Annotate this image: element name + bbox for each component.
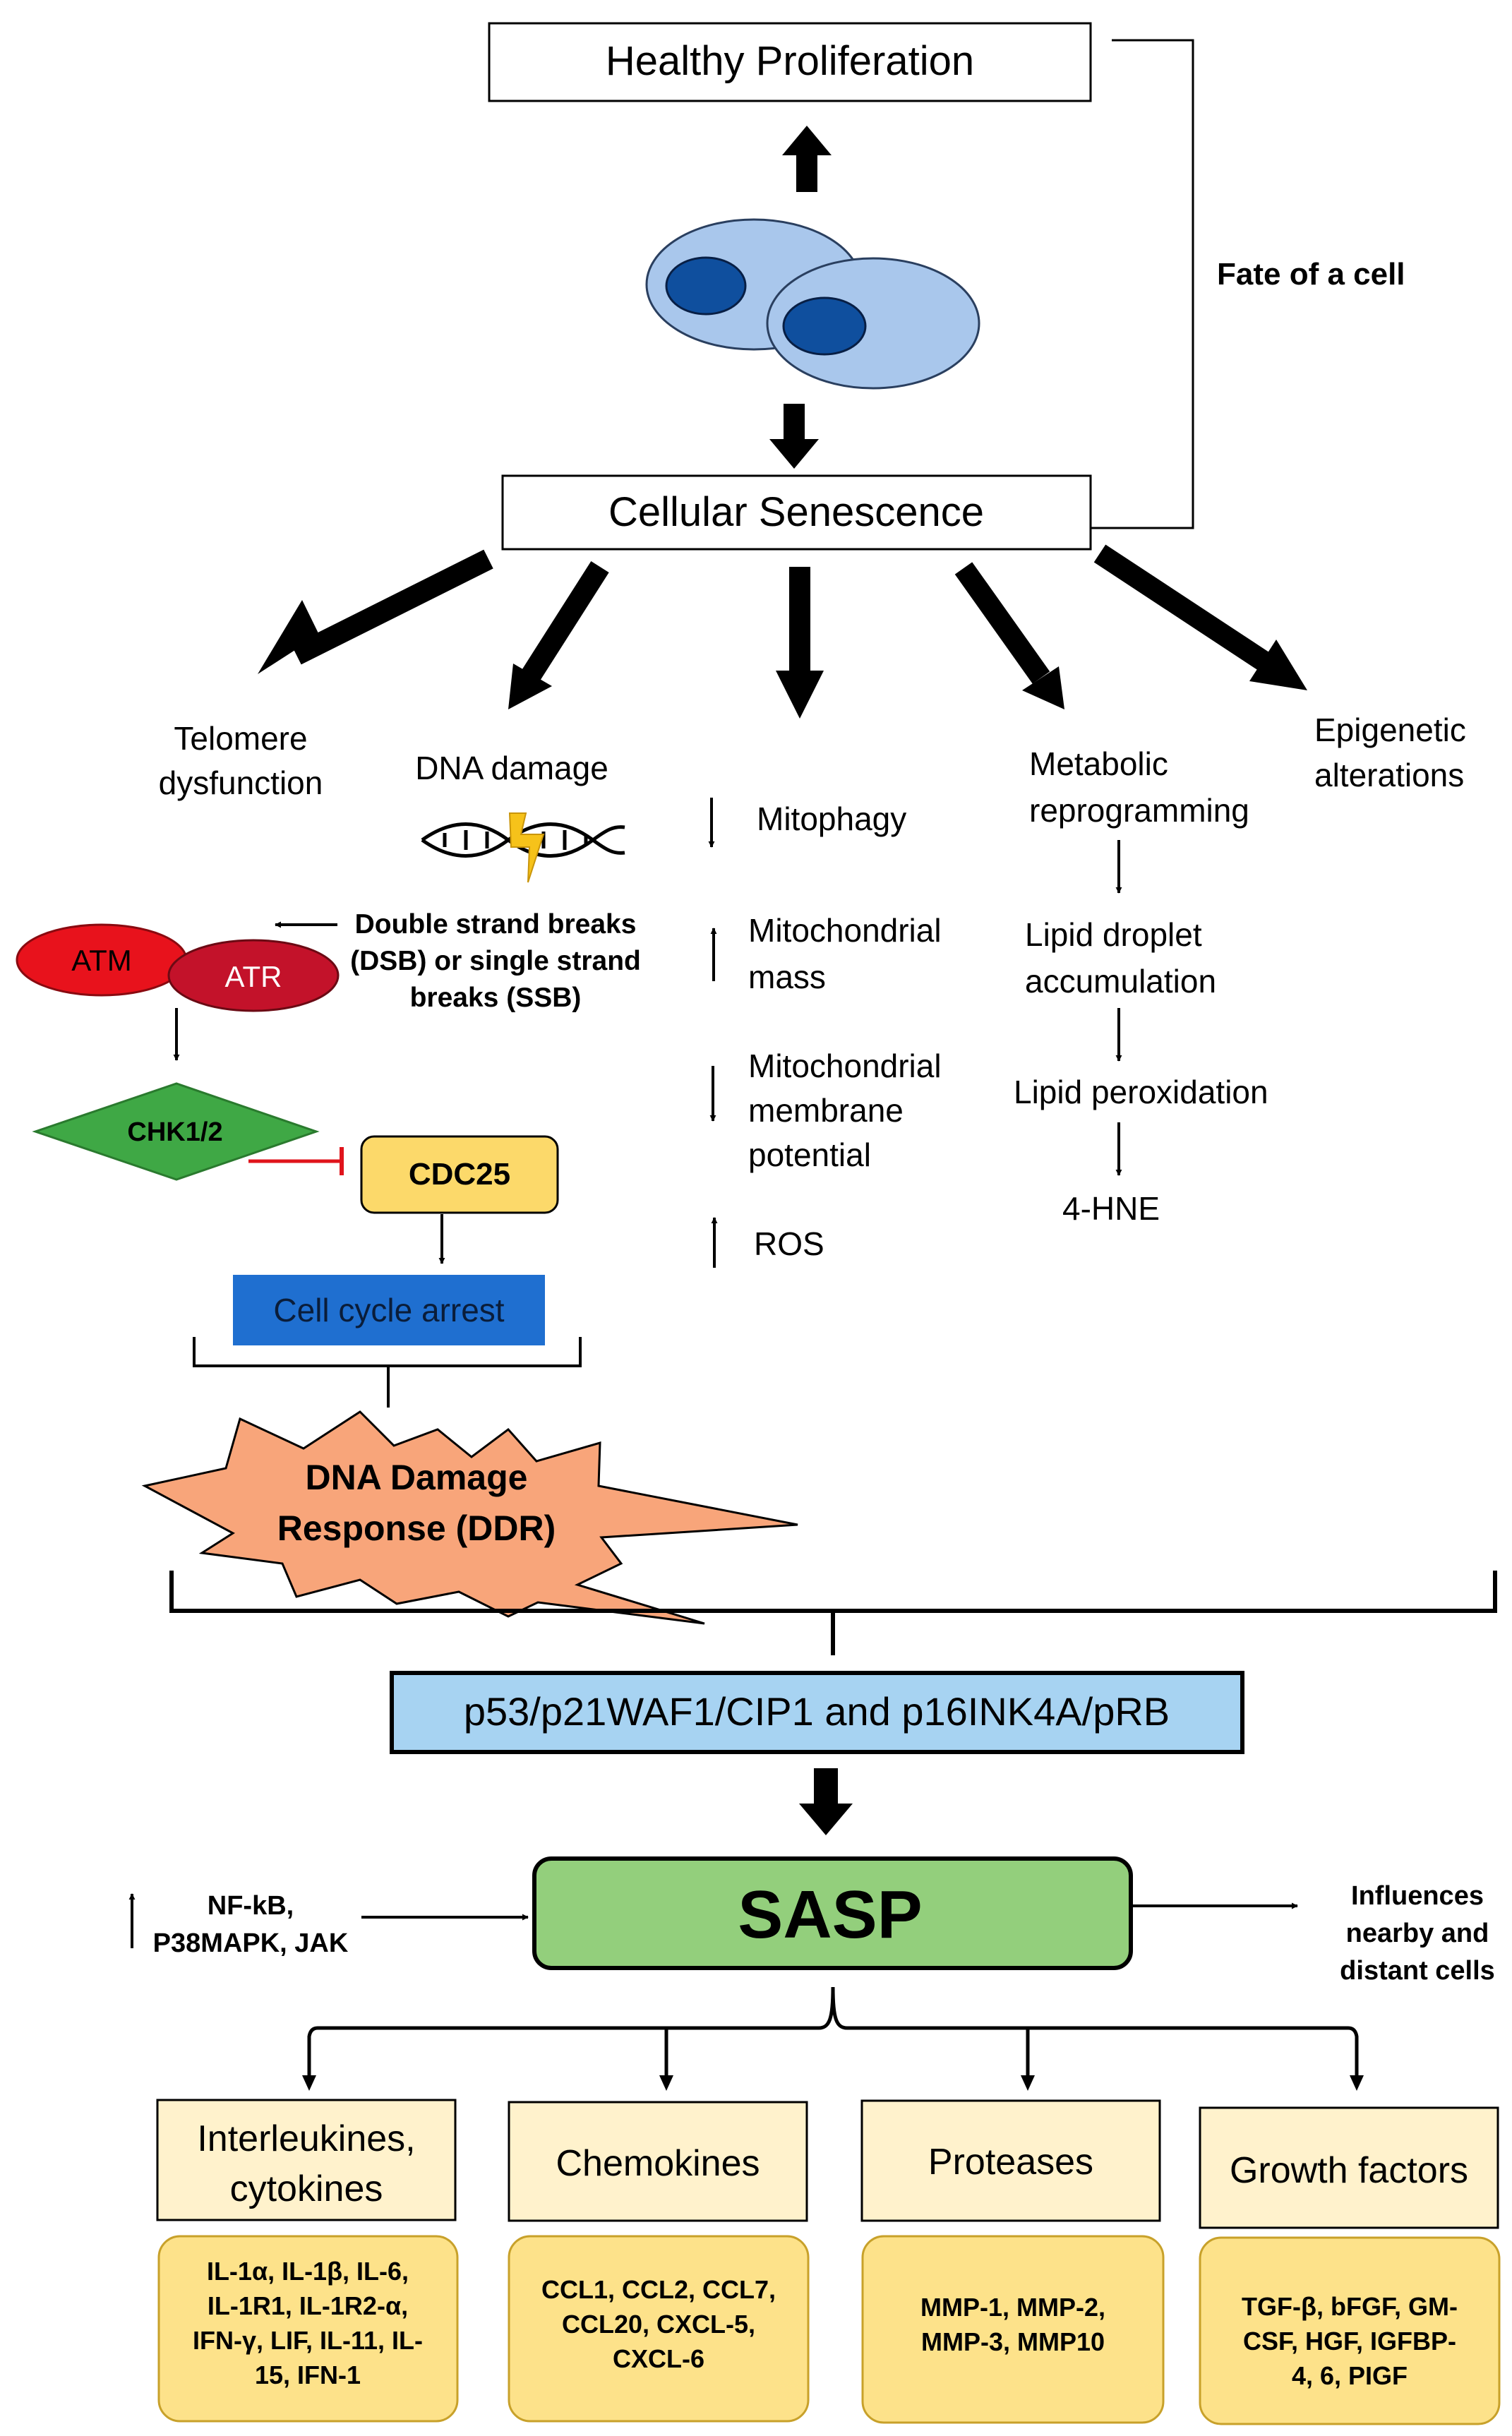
svg-text:Growth factors: Growth factors bbox=[1230, 2150, 1468, 2191]
down-arrow-icon bbox=[769, 404, 819, 469]
mito-mass-label-2: mass bbox=[748, 959, 826, 995]
svg-text:Proteases: Proteases bbox=[928, 2142, 1093, 2183]
svg-text:IL-1α, IL-1β, IL-6,: IL-1α, IL-1β, IL-6, bbox=[207, 2257, 409, 2286]
hne-label: 4-HNE bbox=[1062, 1190, 1160, 1227]
telomere-label: Telomere bbox=[174, 720, 307, 757]
healthy-proliferation-box: Healthy Proliferation bbox=[488, 22, 1092, 102]
svg-text:MMP-1, MMP-2,: MMP-1, MMP-2, bbox=[920, 2293, 1105, 2322]
inhibition-line bbox=[248, 1147, 344, 1175]
pathway-bracket bbox=[169, 1571, 1497, 1655]
lipid-droplet-label-1: Lipid droplet bbox=[1025, 916, 1202, 953]
svg-text:Double strand breaks: Double strand breaks bbox=[355, 909, 637, 940]
ros-label: ROS bbox=[754, 1225, 824, 1262]
svg-text:TGF-β, bFGF, GM-: TGF-β, bFGF, GM- bbox=[1242, 2292, 1458, 2321]
category-interleukines: Interleukines, cytokines IL-1α, IL-1β, I… bbox=[156, 2099, 459, 2423]
svg-text:CHK1/2: CHK1/2 bbox=[127, 1117, 222, 1147]
dna-helix-icon bbox=[421, 822, 625, 858]
epigenetic-label-1: Epigenetic bbox=[1314, 712, 1466, 748]
up-arrow-icon bbox=[782, 126, 832, 192]
svg-text:Response (DDR): Response (DDR) bbox=[277, 1508, 556, 1548]
svg-text:dysfunction: dysfunction bbox=[159, 764, 323, 801]
svg-text:breaks (SSB): breaks (SSB) bbox=[410, 983, 582, 1013]
category-chemokines: Chemokines CCL1, CCL2, CCL7, CCL20, CXCL… bbox=[508, 2101, 810, 2423]
svg-text:Interleukines,: Interleukines, bbox=[197, 2118, 415, 2159]
svg-text:CXCL-6: CXCL-6 bbox=[613, 2344, 704, 2373]
category-proteases: Proteases MMP-1, MMP-2, MMP-3, MMP10 bbox=[860, 2099, 1165, 2424]
mitochondria-column bbox=[708, 798, 718, 1268]
svg-text:Telomere: Telomere bbox=[174, 720, 307, 757]
svg-text:cytokines: cytokines bbox=[230, 2168, 383, 2209]
ddr-starburst: DNA Damage Response (DDR) bbox=[141, 1410, 798, 1625]
influences-label-2: nearby and bbox=[1346, 1919, 1489, 1948]
ddr-brace bbox=[193, 1337, 582, 1408]
category-growth-factors: Growth factors TGF-β, bFGF, GM- CSF, HGF… bbox=[1199, 2106, 1501, 2425]
telomere-label-2: dysfunction bbox=[159, 764, 323, 801]
dna-damage-label: DNA damage bbox=[415, 750, 608, 786]
distribution-arrowheads bbox=[302, 2075, 1364, 2091]
mito-mass-label-1: Mitochondrial bbox=[748, 912, 942, 949]
lipid-droplet-label-2: accumulation bbox=[1025, 963, 1216, 1000]
pathway-box: p53/p21WAF1/CIP1 and p16INK4A/pRB bbox=[390, 1671, 1244, 1754]
nfkb-label-1: NF-kB, bbox=[208, 1891, 294, 1921]
influences-label-3: distant cells bbox=[1340, 1956, 1495, 1986]
svg-text:IFN-γ, LIF, IL-11, IL-: IFN-γ, LIF, IL-11, IL- bbox=[193, 2326, 423, 2355]
atr-node: ATR bbox=[167, 939, 340, 1012]
svg-text:15, IFN-1: 15, IFN-1 bbox=[255, 2360, 361, 2389]
svg-text:CCL20, CXCL-5,: CCL20, CXCL-5, bbox=[562, 2310, 755, 2339]
svg-text:CCL1, CCL2, CCL7,: CCL1, CCL2, CCL7, bbox=[541, 2275, 776, 2304]
senescence-branch-arrows bbox=[258, 544, 1307, 719]
mitophagy-label: Mitophagy bbox=[757, 800, 906, 837]
lightning-icon bbox=[508, 812, 545, 883]
mito-membrane-label-1: Mitochondrial bbox=[748, 1048, 942, 1084]
svg-text:Chemokines: Chemokines bbox=[556, 2143, 760, 2184]
mito-membrane-label-3: potential bbox=[748, 1136, 871, 1173]
atm-node: ATM bbox=[16, 923, 188, 997]
svg-text:DNA Damage: DNA Damage bbox=[306, 1458, 528, 1497]
sasp-distribution-line bbox=[307, 1986, 1359, 2079]
sasp-box: SASP bbox=[532, 1856, 1133, 1970]
svg-text:4, 6, PIGF: 4, 6, PIGF bbox=[1292, 2361, 1408, 2390]
chk-node: CHK1/2 bbox=[32, 1082, 320, 1181]
pathway-down-arrow-icon bbox=[799, 1768, 853, 1835]
healthy-proliferation-label: Healthy Proliferation bbox=[606, 38, 974, 84]
fate-of-a-cell-label: Fate of a cell bbox=[1217, 257, 1405, 292]
svg-text:CDC25: CDC25 bbox=[409, 1157, 510, 1192]
lipid-peroxidation-label: Lipid peroxidation bbox=[1014, 1074, 1268, 1110]
metabolic-label-1: Metabolic bbox=[1029, 745, 1168, 782]
nfkb-label-2: P38MAPK, JAK bbox=[153, 1928, 349, 1958]
cell-icon bbox=[645, 218, 980, 390]
sasp-label: SASP bbox=[738, 1877, 922, 1952]
fate-bracket bbox=[1091, 39, 1194, 529]
dsb-text: Double strand breaks (DSB) or single str… bbox=[350, 909, 641, 1013]
metabolic-label-2: reprogramming bbox=[1029, 792, 1249, 829]
svg-text:IL-1R1, IL-1R2-α,: IL-1R1, IL-1R2-α, bbox=[208, 2291, 408, 2320]
svg-text:Cell cycle arrest: Cell cycle arrest bbox=[273, 1292, 504, 1328]
epigenetic-label-2: alterations bbox=[1314, 757, 1464, 793]
svg-text:ATR: ATR bbox=[225, 960, 282, 993]
svg-text:(DSB) or single strand: (DSB) or single strand bbox=[350, 946, 641, 976]
pathway-label: p53/p21WAF1/CIP1 and p16INK4A/pRB bbox=[464, 1689, 1170, 1734]
svg-text:CSF, HGF, IGFBP-: CSF, HGF, IGFBP- bbox=[1243, 2327, 1456, 2356]
svg-text:ATM: ATM bbox=[71, 944, 132, 977]
cell-cycle-arrest-node: Cell cycle arrest bbox=[233, 1275, 545, 1345]
mito-membrane-label-2: membrane bbox=[748, 1092, 904, 1129]
influences-label-1: Influences bbox=[1351, 1881, 1484, 1911]
svg-text:MMP-3, MMP10: MMP-3, MMP10 bbox=[921, 2327, 1105, 2356]
cdc25-node: CDC25 bbox=[360, 1135, 559, 1214]
cellular-senescence-label: Cellular Senescence bbox=[608, 489, 984, 535]
cellular-senescence-box: Cellular Senescence bbox=[501, 474, 1092, 551]
